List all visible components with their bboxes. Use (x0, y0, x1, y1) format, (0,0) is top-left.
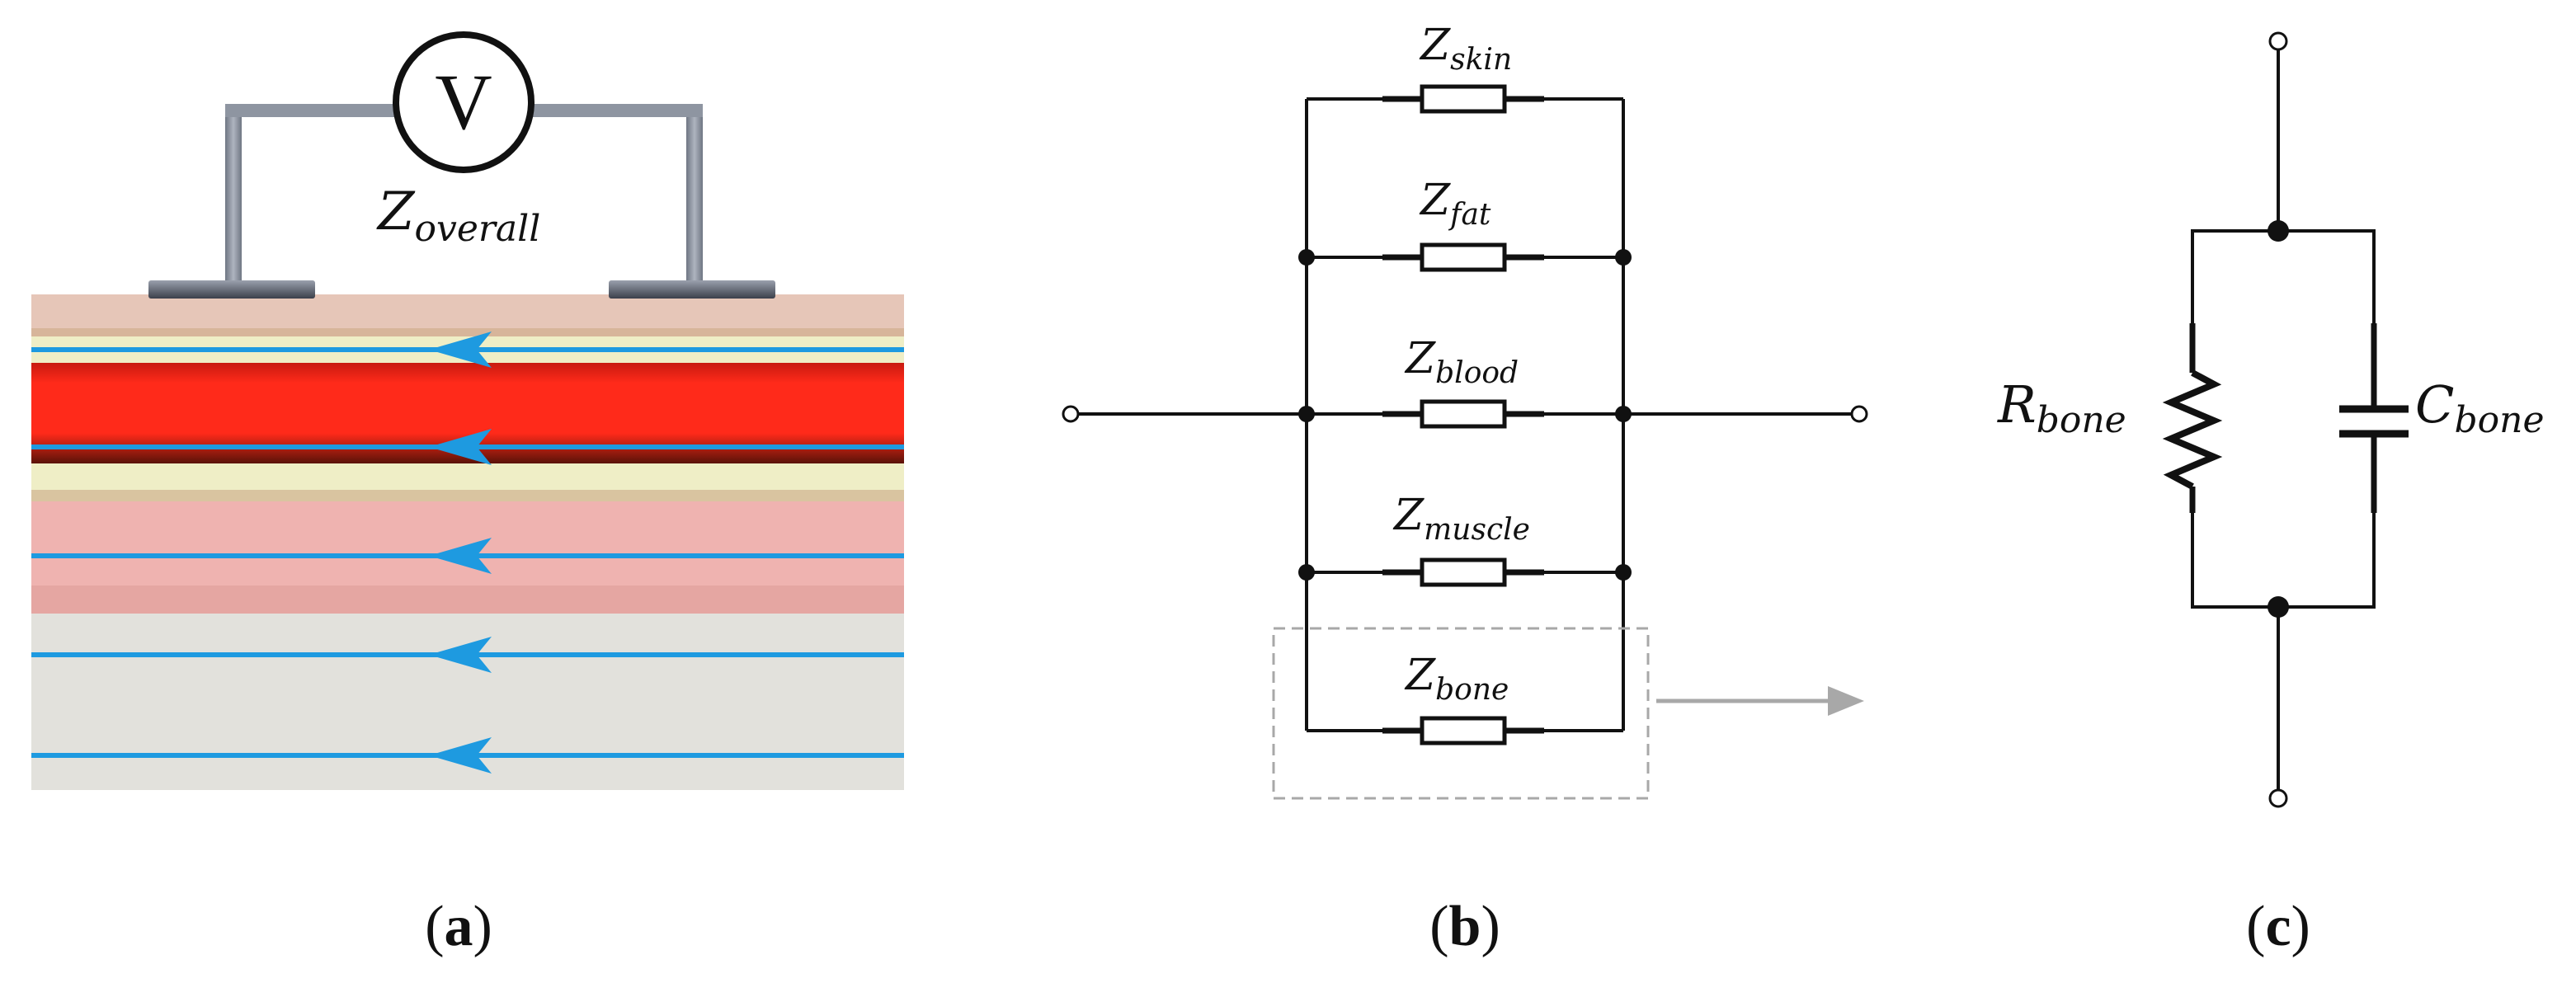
branch-blood (1307, 399, 1623, 429)
rc-loop-bottom (2191, 511, 2376, 609)
resistor-icon (1420, 84, 1507, 114)
branch-skin (1307, 84, 1623, 114)
top-terminal (2268, 31, 2288, 51)
junction-dot (1298, 249, 1315, 266)
z-blood-label: Zblood (1404, 334, 1519, 390)
capacitor-icon (2339, 323, 2409, 513)
panel-b-parallel-circuit: Zskin Zfat Zblood Zmuscle Zbone (1062, 21, 1868, 800)
junction-dot (1298, 406, 1315, 422)
skin-layer (31, 294, 904, 331)
branch-fat (1307, 242, 1623, 272)
output-terminal (1850, 405, 1868, 423)
branch-bone (1307, 716, 1623, 745)
detail-arrow-icon (1828, 686, 1864, 716)
junction-dot (1615, 249, 1632, 266)
input-terminal (1062, 405, 1080, 423)
current-flow-lines (31, 332, 904, 774)
z-fat-label: Zfat (1419, 176, 1491, 232)
r-bone-label: Rbone (1997, 374, 2126, 441)
voltmeter-icon: V (393, 31, 535, 173)
c-bone-label: Cbone (2415, 374, 2545, 441)
rc-loop-top (2191, 229, 2376, 323)
junction-dot (2268, 596, 2289, 618)
fat-edge (31, 490, 904, 501)
skin-edge (31, 328, 904, 336)
fat-layer-lower (31, 463, 904, 492)
junction-dot (1615, 564, 1632, 581)
voltmeter-wiring (225, 104, 703, 282)
z-bone-label: Zbone (1404, 651, 1509, 707)
branch-muscle (1307, 557, 1623, 587)
junction-dot (2268, 220, 2289, 242)
panel-c-bone-rc-circuit: Rbone Cbone (1997, 31, 2545, 808)
junction-dot (1298, 564, 1315, 581)
resistor-icon (1420, 557, 1507, 587)
junction-dot (1615, 406, 1632, 422)
resistor-icon (2162, 323, 2223, 513)
caption-b: (b) (1429, 895, 1500, 958)
z-overall-label: Zoverall (376, 181, 540, 250)
caption-a: (a) (425, 895, 492, 958)
bone-highlight-box (1272, 627, 1650, 800)
z-skin-label: Zskin (1419, 21, 1512, 77)
left-top-wire (225, 104, 398, 117)
left-post (225, 107, 242, 282)
left-electrode (148, 280, 315, 299)
arrow-icon (429, 332, 492, 368)
resistor-icon (1420, 716, 1507, 745)
right-post (686, 107, 703, 282)
right-top-wire (530, 104, 703, 117)
muscle-edge (31, 586, 904, 614)
arrow-icon (429, 429, 492, 465)
arrow-icon (429, 737, 492, 774)
arrow-icon (429, 637, 492, 673)
right-electrode (609, 280, 775, 299)
voltmeter-symbol: V (435, 58, 492, 146)
resistor-icon (1420, 242, 1507, 272)
arrow-icon (429, 538, 492, 574)
bottom-terminal (2268, 788, 2288, 808)
resistor-icon (1420, 399, 1507, 429)
muscle-layer (31, 501, 904, 587)
caption-c: (c) (2246, 895, 2310, 958)
z-muscle-label: Zmuscle (1392, 491, 1530, 547)
panel-a-tissue-model: V Zoverall (31, 31, 904, 790)
